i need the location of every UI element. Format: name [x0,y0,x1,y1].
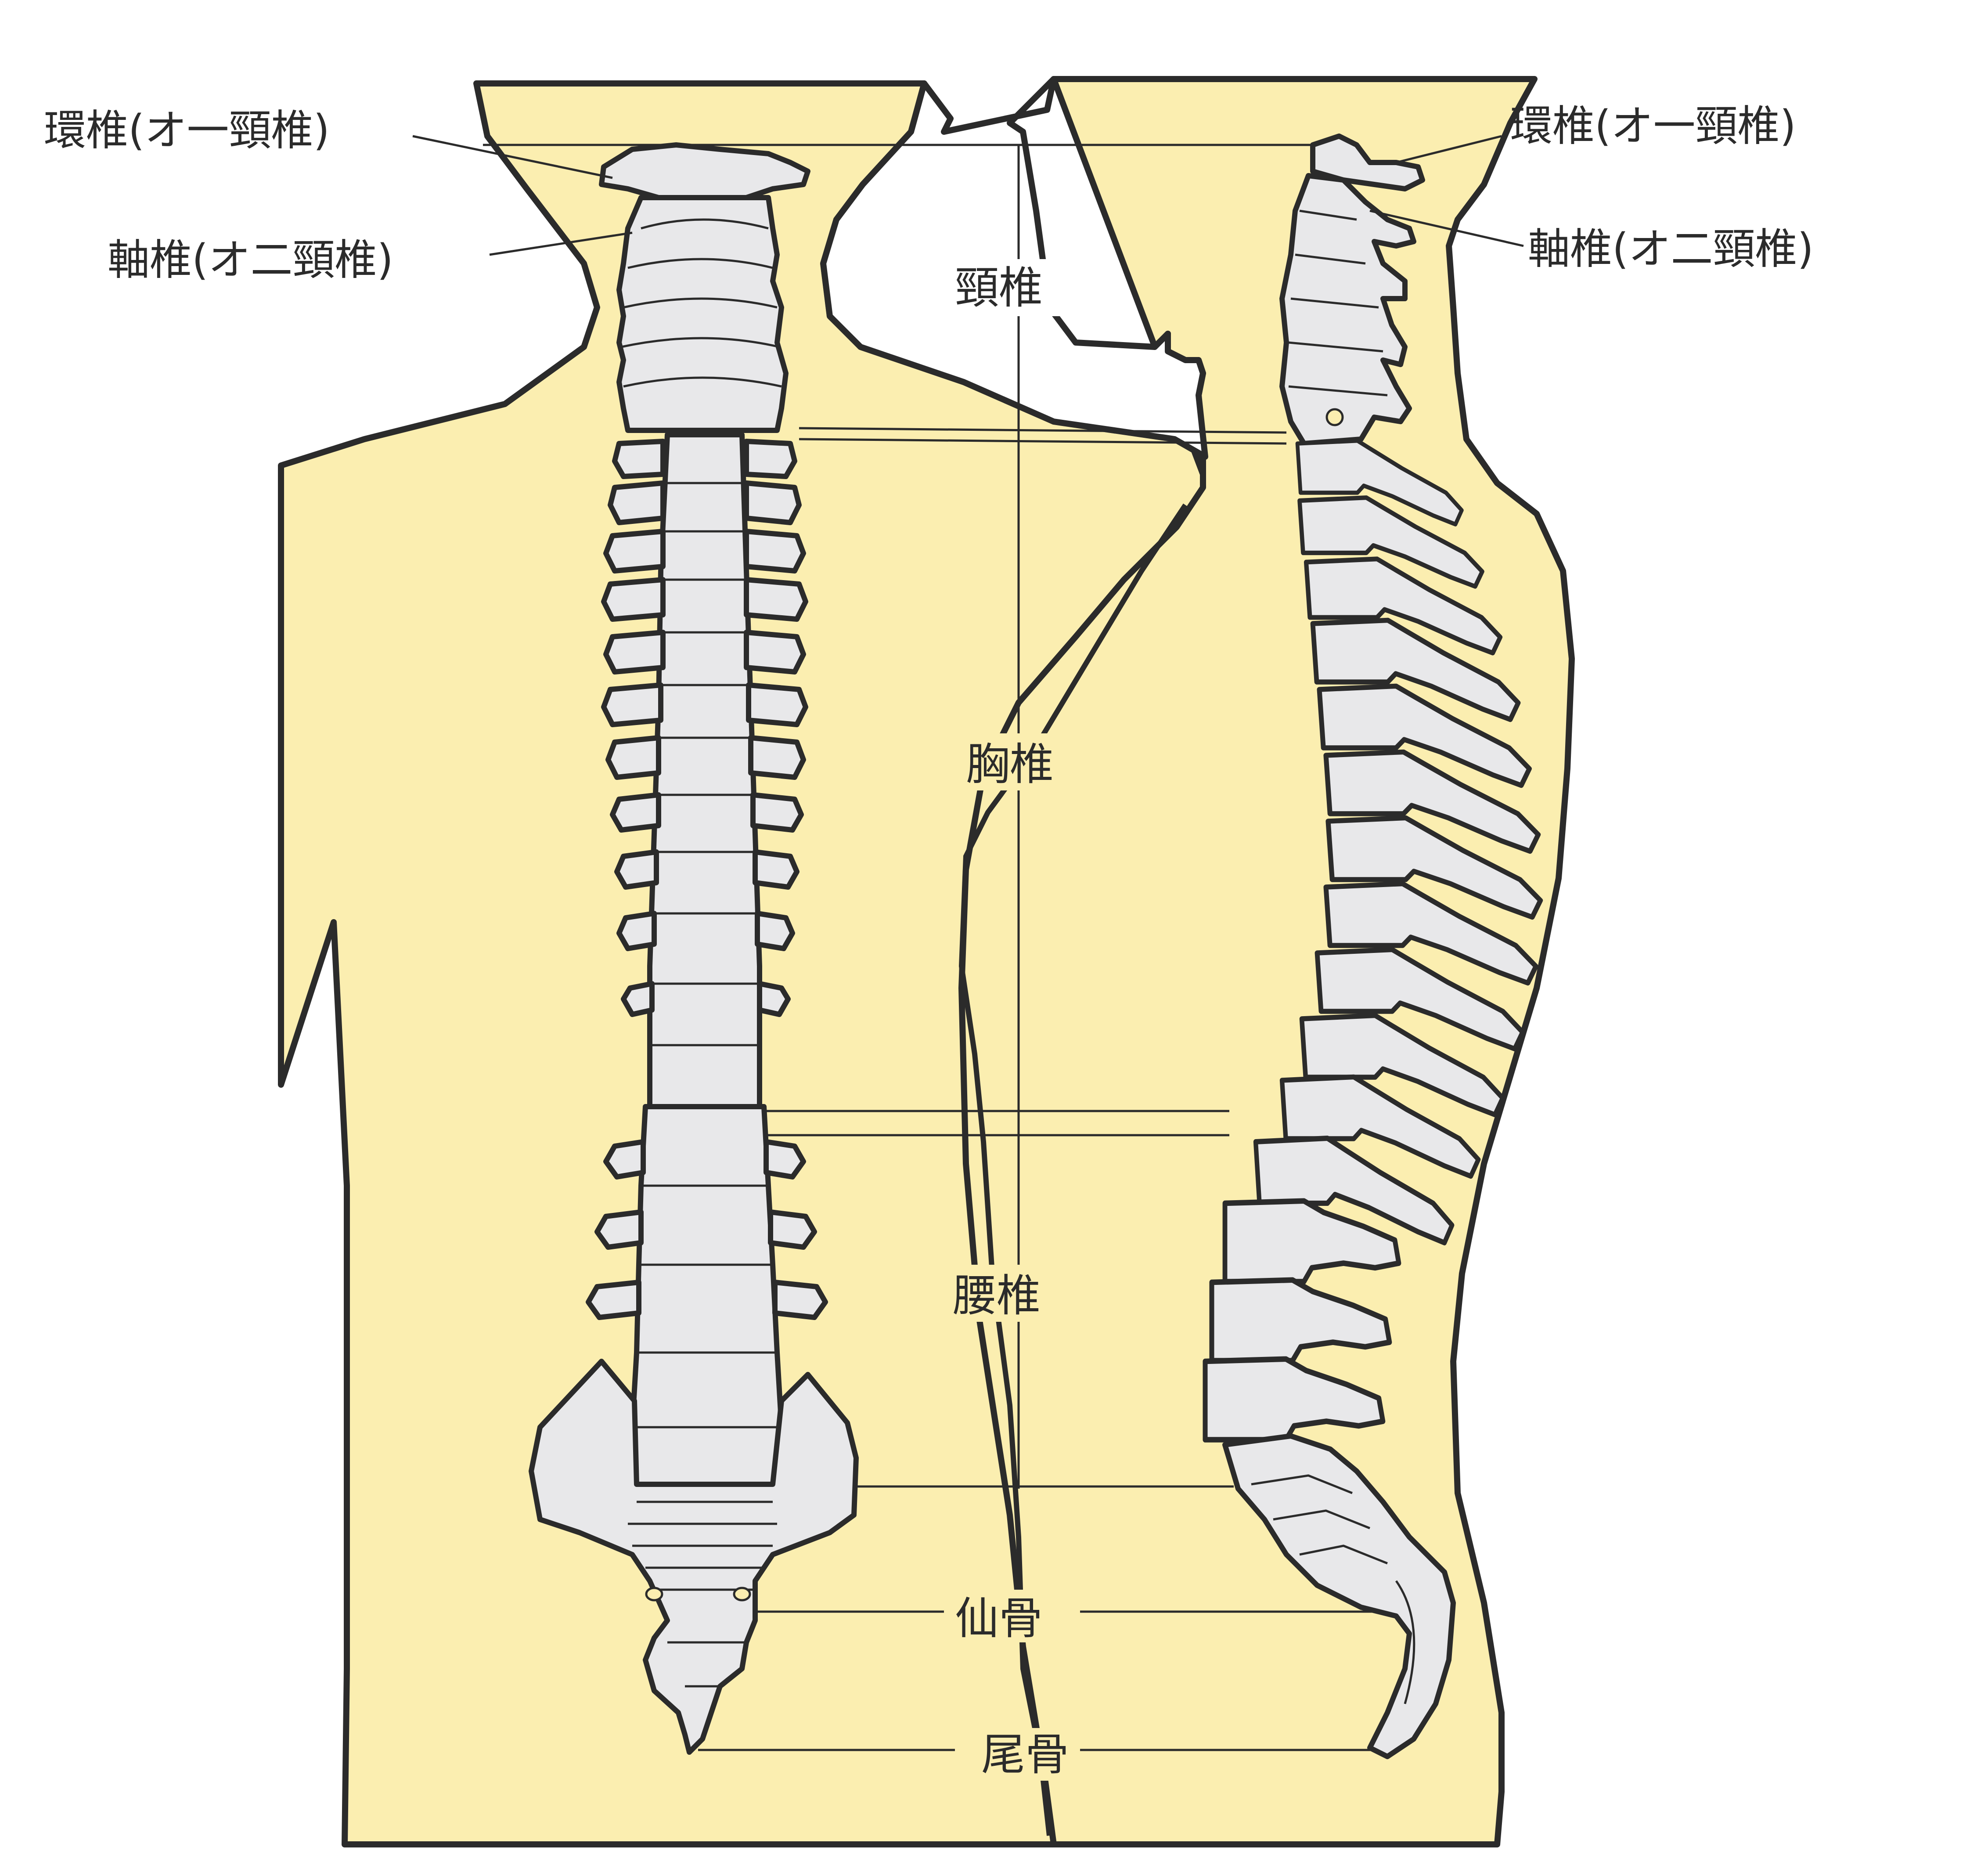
label-bg-cervical [948,259,1084,316]
front-thoracic-dividers [652,482,760,1046]
front-sacral-foramen-right [733,1587,751,1602]
front-cervical-vertebrae [616,195,789,433]
front-cervical-line-4 [621,337,780,348]
guide-line-cervical-thoracic-2 [799,438,1287,445]
front-cervical-line-2 [627,258,773,269]
front-lumbar-processes [586,1139,828,1320]
label-sacrum: 仙骨 [955,1593,1043,1644]
front-thoracic-column [647,432,762,1109]
side-cervical-line-3 [1290,297,1379,309]
front-sacrum [529,1359,859,1755]
front-spine [529,142,859,1755]
label-bg-lumbar [948,1265,1084,1322]
label-side-axis: 軸椎(オ二頸椎) [1528,224,1814,274]
front-sacrum-lines [628,1501,777,1688]
leader-front-atlas [412,135,613,179]
label-front-atlas: 環椎(オ一頸椎) [44,106,330,155]
label-thoracic: 胸椎 [966,739,1054,790]
label-side-atlas: 環椎(オ一頸椎) [1510,101,1796,151]
front-lumbar-dividers [634,1184,779,1429]
side-cervical-line-4 [1288,341,1383,353]
leader-side-axis [1369,209,1524,247]
side-cervical-line-5 [1288,385,1388,397]
label-front-axis: 軸椎(オ二頸椎) [108,235,393,285]
side-sacrum-coccyx [1222,1433,1456,1759]
label-bg-thoracic [962,733,1098,790]
leader-front-axis [489,231,633,256]
label-coccyx: 尾骨 [981,1729,1069,1780]
front-atlas-vertebra [599,142,810,200]
side-lumbar-vertebrae [1205,1201,1399,1440]
side-sacrum-lines [1251,1474,1415,1704]
side-spine [1205,133,1541,1759]
front-cervical-line-5 [623,376,782,388]
label-cervical: 頸椎 [955,262,1043,314]
front-cervical-line-1 [641,218,769,230]
guide-line-cervical-thoracic [799,427,1287,434]
front-thoracic-processes [601,439,808,1017]
side-cervical-vertebrae [1279,173,1416,446]
label-bg-coccyx [957,1728,1080,1781]
front-sacral-foramen-left [645,1587,663,1602]
leader-lines [412,135,1524,256]
side-cervical-line-1 [1299,209,1357,221]
front-cervical-line-3 [623,297,778,309]
label-lumbar: 腰椎 [953,1270,1041,1321]
side-cervical-line-2 [1295,253,1366,265]
label-bg-sacrum [948,1590,1080,1642]
leader-side-atlas [1396,135,1502,164]
side-cervical-foramen-1 [1325,408,1344,426]
